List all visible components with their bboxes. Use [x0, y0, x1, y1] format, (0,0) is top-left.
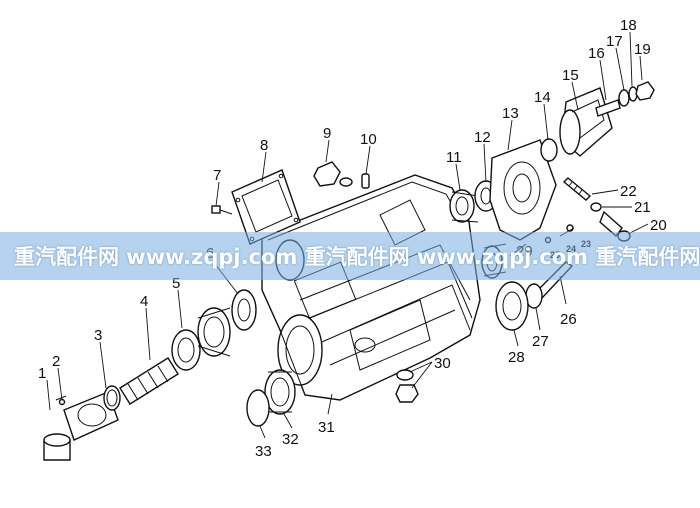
input-shaft-assembly: [43, 307, 231, 461]
callout-18: 18: [620, 17, 637, 34]
callout-13: 13: [502, 105, 519, 122]
output-shaft: [595, 99, 621, 117]
callout-15: 15: [562, 67, 579, 84]
callout-20: 20: [650, 217, 667, 234]
callout-30: 30: [434, 355, 451, 372]
callout-14: 14: [534, 89, 551, 106]
speedometer-drive-gear: [562, 177, 592, 201]
callout-17: 17: [606, 33, 623, 50]
callout-4: 4: [140, 293, 148, 310]
callout-9: 9: [323, 125, 331, 142]
countershaft-gear: [495, 281, 529, 331]
leader-lines: [46, 31, 649, 439]
callout-28: 28: [508, 349, 525, 366]
input-bearing: [231, 289, 257, 331]
callout-10: 10: [360, 131, 377, 148]
locating-pin: [361, 173, 370, 189]
cover-bolt: [211, 205, 233, 215]
callout-3: 3: [94, 327, 102, 344]
drain-plug: [395, 369, 419, 403]
callout-21: 21: [634, 199, 651, 216]
output-flange: [559, 87, 613, 157]
snap-ring: [246, 389, 270, 427]
rear-bearing: [264, 369, 296, 415]
callout-31: 31: [318, 419, 335, 436]
callout-19: 19: [634, 41, 651, 58]
watermark-banner: [0, 232, 700, 280]
callout-32: 32: [282, 431, 299, 448]
countershaft-bearing: [449, 189, 479, 223]
seal-ring: [540, 138, 558, 162]
callout-7: 7: [213, 167, 221, 184]
callout-22: 22: [620, 183, 637, 200]
callout-26: 26: [560, 311, 577, 328]
washer: [618, 89, 630, 107]
watermark-text: 重汽配件网 www.zqpj.com 重汽配件网 www.zqpj.com 重汽…: [14, 245, 700, 269]
top-cover-plate: [231, 169, 301, 245]
callout-numbers: 1 2 3 4 5 6 7 8 9 10 11 12 13 14 15 16 1…: [38, 17, 667, 460]
callout-11: 11: [446, 149, 462, 166]
breather-plug: [313, 161, 353, 187]
callout-8: 8: [260, 137, 268, 154]
callout-2: 2: [52, 353, 60, 370]
o-ring: [590, 202, 602, 212]
callout-1: 1: [38, 365, 46, 382]
callout-16: 16: [588, 45, 605, 62]
callout-33: 33: [255, 443, 272, 460]
callout-5: 5: [172, 275, 180, 292]
rear-housing: [489, 139, 557, 241]
flange-nut: [635, 81, 655, 101]
callout-12: 12: [474, 129, 491, 146]
callout-27: 27: [532, 333, 549, 350]
